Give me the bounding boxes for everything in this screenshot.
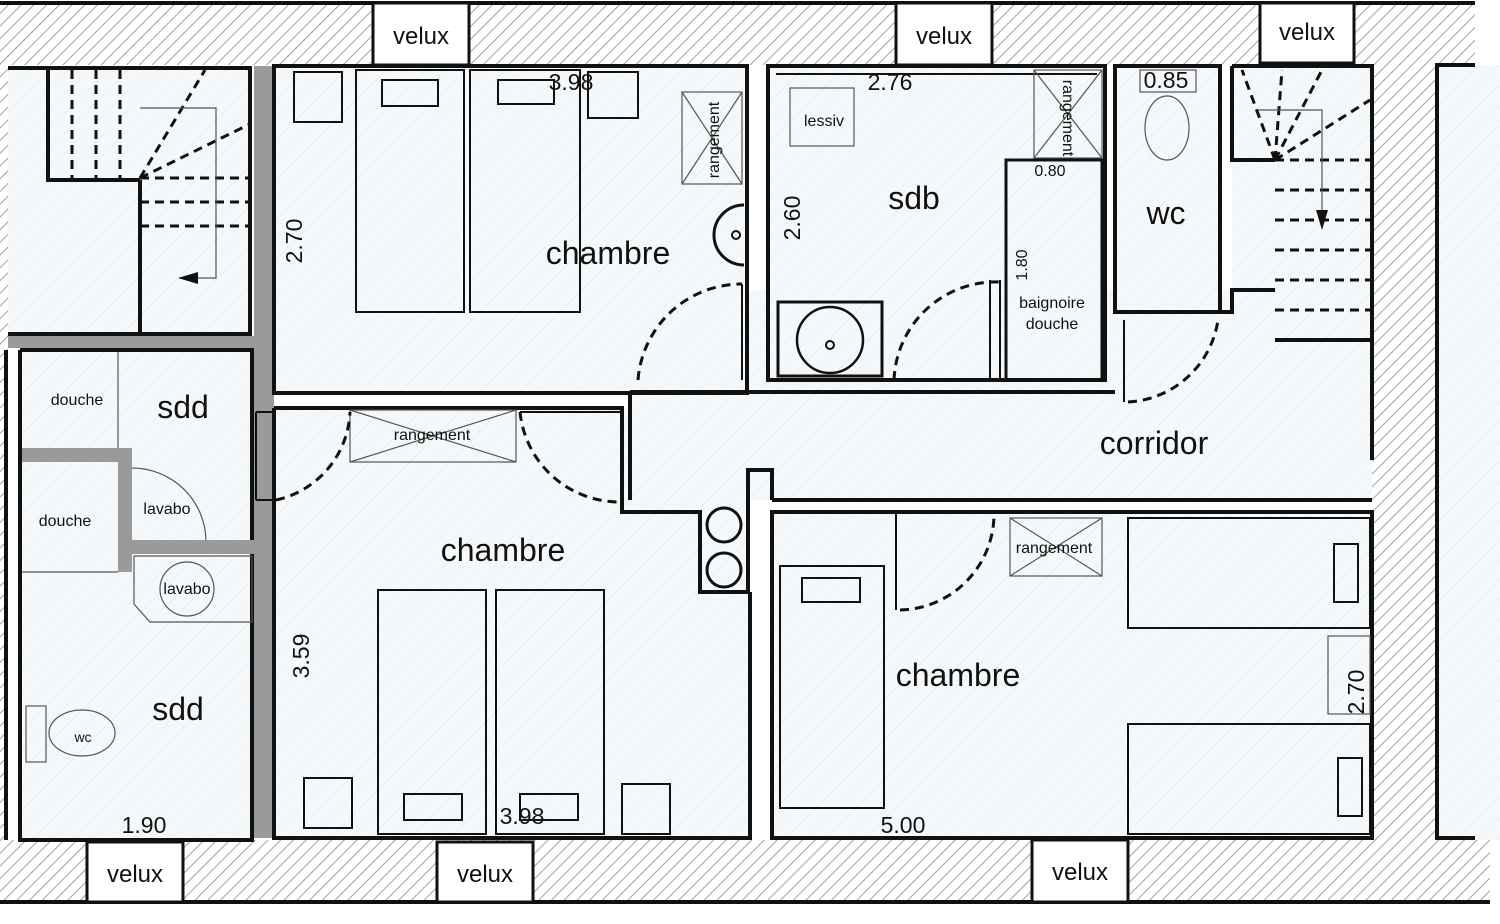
room-label-chambre-right: chambre bbox=[896, 657, 1021, 693]
fixture-label-wc-small: wc bbox=[73, 729, 91, 745]
roof-band-right bbox=[1372, 60, 1437, 845]
fixture-label-rangement-sdb: rangement bbox=[1059, 80, 1076, 157]
fixture-label-baignoire: baignoire bbox=[1019, 295, 1085, 312]
floor-sdd-bottom bbox=[20, 462, 252, 840]
velux-window-1 bbox=[371, 1, 471, 67]
staircase-left bbox=[70, 69, 251, 284]
gray-wall-sdd-h3 bbox=[132, 540, 254, 554]
fixture-label-rangement-right: rangement bbox=[1016, 540, 1093, 557]
sdd-fixtures bbox=[22, 352, 253, 763]
room-label-chambre-top: chambre bbox=[546, 235, 671, 271]
staircase-right bbox=[1240, 69, 1371, 312]
floor-right-edge bbox=[1437, 65, 1500, 840]
velux-label-4: velux bbox=[107, 861, 163, 888]
gray-wall-sdd-h2 bbox=[20, 448, 130, 462]
fixture-label-douche-top: douche bbox=[51, 392, 104, 409]
chambre-top-furniture bbox=[293, 69, 745, 381]
velux-window-2 bbox=[894, 1, 994, 67]
dim-bath-width: 0.80 bbox=[1034, 163, 1065, 180]
floor-chambre-center bbox=[276, 408, 750, 840]
velux-window-5 bbox=[435, 840, 535, 904]
dim-chambre-center-height: 3.59 bbox=[288, 634, 314, 679]
dim-chambre-top-height: 2.70 bbox=[281, 219, 307, 264]
gray-wall-sdd-v bbox=[118, 448, 132, 572]
velux-windows: velux velux velux velux velux velux bbox=[85, 1, 1356, 904]
chambre-center-furniture bbox=[255, 409, 743, 835]
walls bbox=[0, 1, 1490, 904]
floor-wc bbox=[1117, 67, 1220, 312]
fixture-label-lessiv: lessiv bbox=[804, 113, 844, 130]
roof-band-bottom bbox=[0, 840, 1490, 902]
room-label-chambre-center: chambre bbox=[441, 532, 566, 568]
dim-chambre-center-width: 3.98 bbox=[500, 803, 545, 829]
room-label-corridor: corridor bbox=[1100, 425, 1209, 461]
floor-chambre-right bbox=[772, 512, 1372, 838]
dim-bath-length: 1.80 bbox=[1014, 249, 1031, 280]
gray-wall-vertical bbox=[254, 66, 274, 838]
fixture-label-lavabo-mid: lavabo bbox=[163, 581, 210, 598]
velux-label-3: velux bbox=[1279, 19, 1335, 46]
room-label-wc: wc bbox=[1145, 195, 1185, 231]
velux-label-5: velux bbox=[457, 861, 513, 888]
velux-label-1: velux bbox=[393, 23, 449, 50]
dim-chambre-top-width: 3.98 bbox=[549, 69, 594, 95]
velux-window-3 bbox=[1258, 1, 1356, 65]
fixture-label-rangement-top: rangement bbox=[706, 101, 723, 178]
room-label-sdb: sdb bbox=[888, 180, 940, 216]
fixture-label-douche-mid: douche bbox=[39, 513, 92, 530]
fixture-label-rangement-center: rangement bbox=[394, 427, 471, 444]
velux-label-6: velux bbox=[1052, 859, 1108, 886]
room-label-sdd-bottom: sdd bbox=[152, 691, 204, 727]
room-label-sdd-top: sdd bbox=[157, 389, 209, 425]
dim-sdb-width: 2.76 bbox=[868, 69, 913, 95]
gray-wall-sdd-h1 bbox=[8, 336, 254, 348]
dim-chambre-right-height: 2.70 bbox=[1343, 670, 1369, 715]
sdb-furniture bbox=[776, 69, 1104, 382]
chambre-right-furniture bbox=[779, 513, 1371, 835]
roof-band-top bbox=[0, 5, 1475, 65]
fixture-label-douche-bath: douche bbox=[1026, 316, 1079, 333]
velux-window-4 bbox=[85, 840, 185, 904]
velux-window-6 bbox=[1030, 838, 1130, 904]
velux-label-2: velux bbox=[916, 23, 972, 50]
fixture-label-lavabo-top: lavabo bbox=[143, 501, 190, 518]
dim-sdd-width: 1.90 bbox=[122, 812, 167, 838]
dim-chambre-right-width: 5.00 bbox=[881, 812, 926, 838]
wc-top-fixtures bbox=[1123, 69, 1220, 404]
dim-sdb-height: 2.60 bbox=[779, 196, 805, 241]
dim-wc-width: 0.85 bbox=[1144, 67, 1189, 93]
